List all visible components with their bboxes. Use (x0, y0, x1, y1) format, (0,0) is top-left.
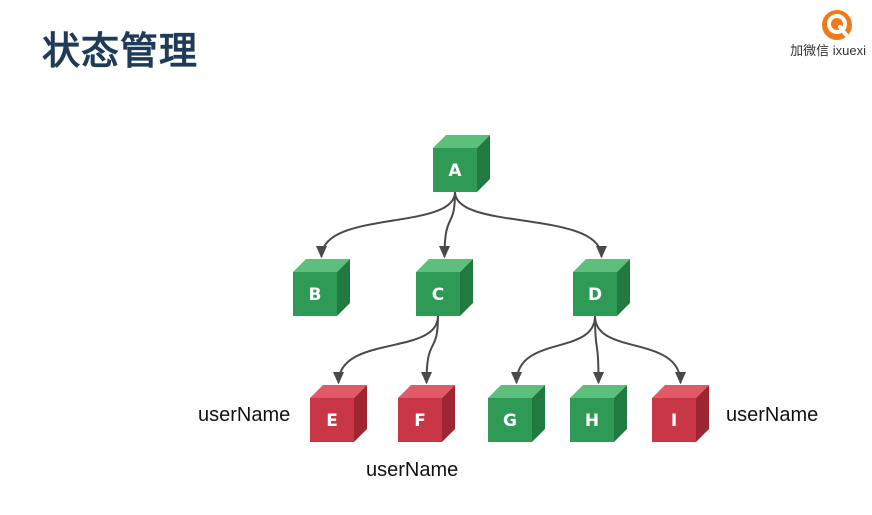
node-a: A (433, 135, 490, 192)
cube-front (433, 148, 477, 192)
page-title: 状态管理 (42, 29, 199, 73)
node-b: B (293, 259, 350, 316)
node-d: D (573, 259, 630, 316)
watermark-text: 加微信 ixuexi (790, 43, 866, 58)
cube-front (398, 398, 442, 442)
cube-front (416, 272, 460, 316)
node-label: C (432, 285, 444, 305)
node-g: G (488, 385, 545, 442)
node-label: I (671, 411, 677, 431)
cube-top (488, 385, 545, 398)
cube-front (570, 398, 614, 442)
node-label: E (326, 411, 338, 431)
edges (315, 191, 687, 385)
cube-top (573, 259, 630, 272)
cube-top (310, 385, 367, 398)
annotation-f: userName (366, 459, 458, 481)
watermark: 加微信 ixuexi (790, 8, 866, 59)
annotation-i: userName (726, 404, 818, 426)
cube-front (293, 272, 337, 316)
cube-front (573, 272, 617, 316)
node-label: D (588, 285, 602, 305)
cube-front (310, 398, 354, 442)
node-label: F (414, 411, 426, 431)
cube-front (488, 398, 532, 442)
edge-d-h (592, 315, 605, 385)
cube-side (460, 259, 473, 316)
edge-d-i (594, 315, 687, 385)
annotation-e: userName (198, 404, 290, 426)
brand-logo-icon (822, 10, 852, 40)
cube-side (337, 259, 350, 316)
edge-a-b (315, 191, 456, 259)
node-h: H (570, 385, 627, 442)
nodes: A B C D E F G H I (293, 135, 709, 442)
edge-c-f (420, 315, 439, 385)
node-label: B (309, 285, 322, 305)
edge-c-e (332, 315, 439, 385)
cube-side (696, 385, 709, 442)
edge-d-g (510, 315, 596, 385)
cube-top (433, 135, 490, 148)
cube-side (532, 385, 545, 442)
cube-top (398, 385, 455, 398)
node-label: H (585, 411, 599, 431)
cube-top (416, 259, 473, 272)
node-f: F (398, 385, 455, 442)
edge-a-c (438, 191, 456, 259)
cube-side (354, 385, 367, 442)
annotations: userName userName userName (198, 404, 818, 481)
cube-front (652, 398, 696, 442)
node-c: C (416, 259, 473, 316)
cube-side (617, 259, 630, 316)
node-e: E (310, 385, 367, 442)
cube-top (293, 259, 350, 272)
edge-a-d (454, 191, 608, 259)
node-label: A (448, 161, 462, 181)
cube-top (570, 385, 627, 398)
cube-side (477, 135, 490, 192)
node-label: G (503, 411, 517, 431)
cube-side (614, 385, 627, 442)
cube-side (442, 385, 455, 442)
node-i: I (652, 385, 709, 442)
cube-top (652, 385, 709, 398)
